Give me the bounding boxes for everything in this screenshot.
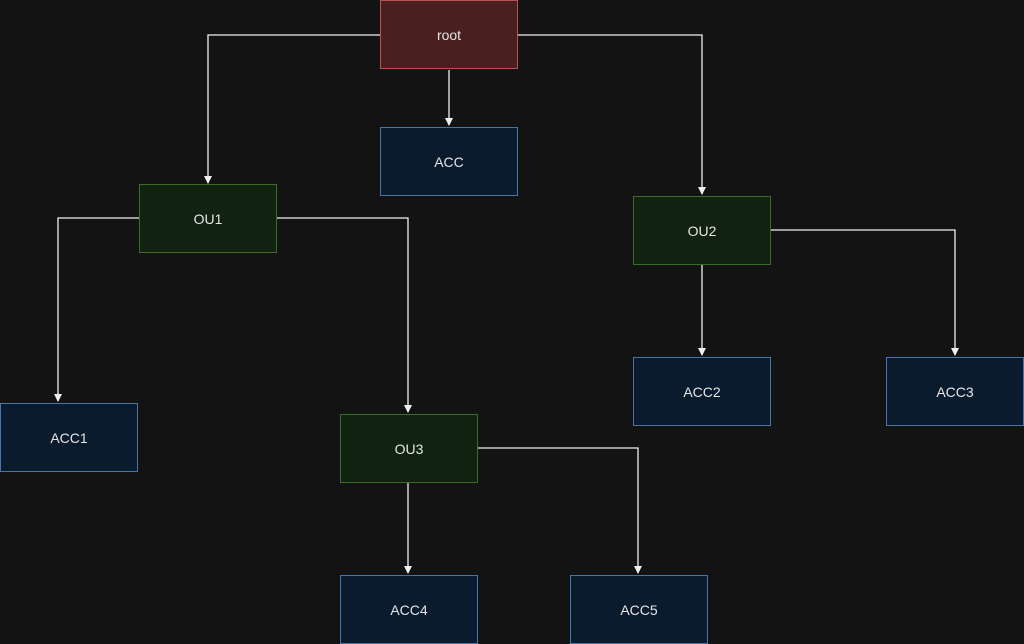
node-ou3-label: OU3 <box>394 440 424 457</box>
edge-root-ou2 <box>518 34 706 195</box>
node-acc3[interactable]: ACC3 <box>886 357 1024 426</box>
node-acc[interactable]: ACC <box>380 127 518 196</box>
node-acc5[interactable]: ACC5 <box>570 575 708 644</box>
edge-ou1-ou3 <box>276 217 412 413</box>
node-acc2-label: ACC2 <box>683 383 721 400</box>
edge-root-ou1 <box>204 34 380 184</box>
node-ou2-label: OU2 <box>687 222 717 239</box>
node-ou3[interactable]: OU3 <box>340 414 478 483</box>
node-acc2[interactable]: ACC2 <box>633 357 771 426</box>
edge-ou2-acc3 <box>771 229 959 356</box>
node-root-label: root <box>436 26 462 43</box>
node-acc-label: ACC <box>434 153 464 170</box>
edge-ou3-acc5 <box>478 447 642 574</box>
node-acc1-label: ACC1 <box>50 429 88 446</box>
node-ou2[interactable]: OU2 <box>633 196 771 265</box>
node-acc5-label: ACC5 <box>620 601 658 618</box>
node-ou1-label: OU1 <box>193 210 223 227</box>
node-root[interactable]: root <box>380 0 518 69</box>
edge-ou1-acc1 <box>54 217 139 402</box>
node-acc4-label: ACC4 <box>390 601 428 618</box>
node-acc3-label: ACC3 <box>936 383 974 400</box>
node-acc1[interactable]: ACC1 <box>0 403 138 472</box>
node-ou1[interactable]: OU1 <box>139 184 277 253</box>
node-acc4[interactable]: ACC4 <box>340 575 478 644</box>
